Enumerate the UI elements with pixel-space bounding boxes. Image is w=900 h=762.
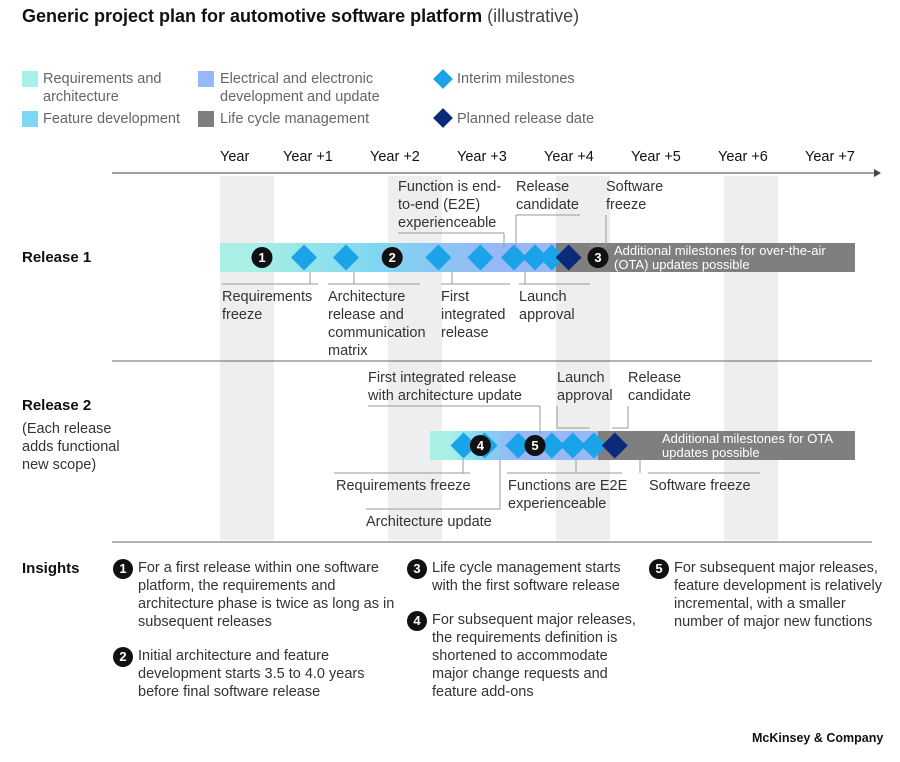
- milestone-diamond: [291, 244, 317, 271]
- year-label: Year +4: [544, 149, 594, 165]
- legend-swatch-requirements: [22, 71, 38, 87]
- legend-swatch-lifecycle: [198, 111, 214, 127]
- year-label: Year +7: [805, 149, 855, 165]
- phase-badge-circle: [251, 247, 273, 268]
- insight-badge-4: 4: [407, 611, 427, 631]
- brand-logo-text: McKinsey & Company: [752, 731, 884, 745]
- milestone-label-below: Architecture update: [366, 514, 492, 530]
- insight-badge-2: 2: [113, 647, 133, 667]
- milestone-diamond: [467, 244, 494, 271]
- legend-swatch-feature: [22, 111, 38, 127]
- phase-bar-lifecycle: [598, 431, 855, 460]
- year-label: Year +1: [283, 149, 333, 165]
- insight-text-1: For a first release within one software …: [138, 560, 395, 630]
- phase-badge-number: 2: [389, 250, 396, 265]
- bar-note: Additional milestones for over-the-air(O…: [614, 243, 826, 272]
- release-2-subtitle: (Each release adds functional new scope): [22, 421, 120, 473]
- phase-badge-number: 5: [531, 438, 538, 453]
- insight-badge-3: 3: [407, 559, 427, 579]
- insight-text-5: For subsequent major releases, feature d…: [674, 560, 882, 630]
- milestone-diamond: [538, 244, 565, 271]
- release-2-title: Release 2: [22, 397, 92, 414]
- insight-badge-1: 1: [113, 559, 133, 579]
- insight-text-3: Life cycle management starts with the fi…: [432, 560, 621, 594]
- legend-label-feature: Feature development: [43, 111, 181, 127]
- legend-swatch-electrical: [198, 71, 214, 87]
- year-label: Year +2: [370, 149, 420, 165]
- phase-badge-number: 4: [477, 438, 485, 453]
- release-diamond: [555, 244, 582, 271]
- phase-badge-circle: [469, 435, 491, 456]
- phase-badge-number: 3: [594, 250, 601, 265]
- release-1-title: Release 1: [22, 249, 92, 266]
- milestone-diamond: [425, 244, 452, 271]
- milestone-label-below: Requirements freeze: [336, 478, 471, 494]
- legend-label-release: Planned release date: [457, 111, 595, 127]
- milestone-diamond: [522, 244, 548, 271]
- phase-badge-circle: [381, 247, 403, 268]
- title-main: Generic project plan for automotive soft…: [22, 6, 483, 26]
- year-label: Year +3: [457, 149, 507, 165]
- year-label: Year +5: [631, 149, 681, 165]
- milestone-diamond: [333, 244, 359, 271]
- timeline-arrow-icon: [874, 169, 881, 177]
- milestone-diamond: [450, 432, 477, 459]
- phase-transition-gradient: [253, 243, 498, 272]
- phase-badge-circle: [587, 247, 609, 268]
- insight-badge-5: 5: [649, 559, 669, 579]
- phase-badge-number: 1: [258, 250, 265, 265]
- milestone-label-above: Function is end-to-end (E2E)experienceab…: [398, 179, 502, 231]
- insight-text-4: For subsequent major releases, the requi…: [432, 612, 636, 700]
- year-band: [220, 176, 274, 540]
- milestone-diamond: [538, 432, 565, 459]
- milestone-diamond: [501, 244, 527, 271]
- milestone-diamond: [505, 432, 532, 459]
- insight-text-2: Initial architecture and feature develop…: [138, 648, 365, 700]
- phase-badge-circle: [524, 435, 546, 456]
- year-band: [556, 176, 610, 540]
- milestone-diamond: [559, 432, 586, 459]
- legend-label-interim: Interim milestones: [457, 71, 575, 87]
- title-qualifier: (illustrative): [487, 6, 580, 26]
- year-label: Year: [220, 149, 250, 165]
- project-plan-chart: 1 2 3 Additional milestones for over-the-ai…: [112, 169, 881, 543]
- year-label: Year +6: [718, 149, 768, 165]
- year-band: [724, 176, 778, 540]
- milestone-diamond: [580, 432, 607, 459]
- year-band: [388, 176, 442, 540]
- release-diamond: [601, 432, 628, 459]
- legend-label-lifecycle: Life cycle management: [220, 111, 370, 127]
- page-title: Generic project plan for automotive soft…: [22, 6, 579, 27]
- milestone-label-below: Software freeze: [649, 478, 751, 494]
- insights-heading: Insights: [22, 560, 80, 577]
